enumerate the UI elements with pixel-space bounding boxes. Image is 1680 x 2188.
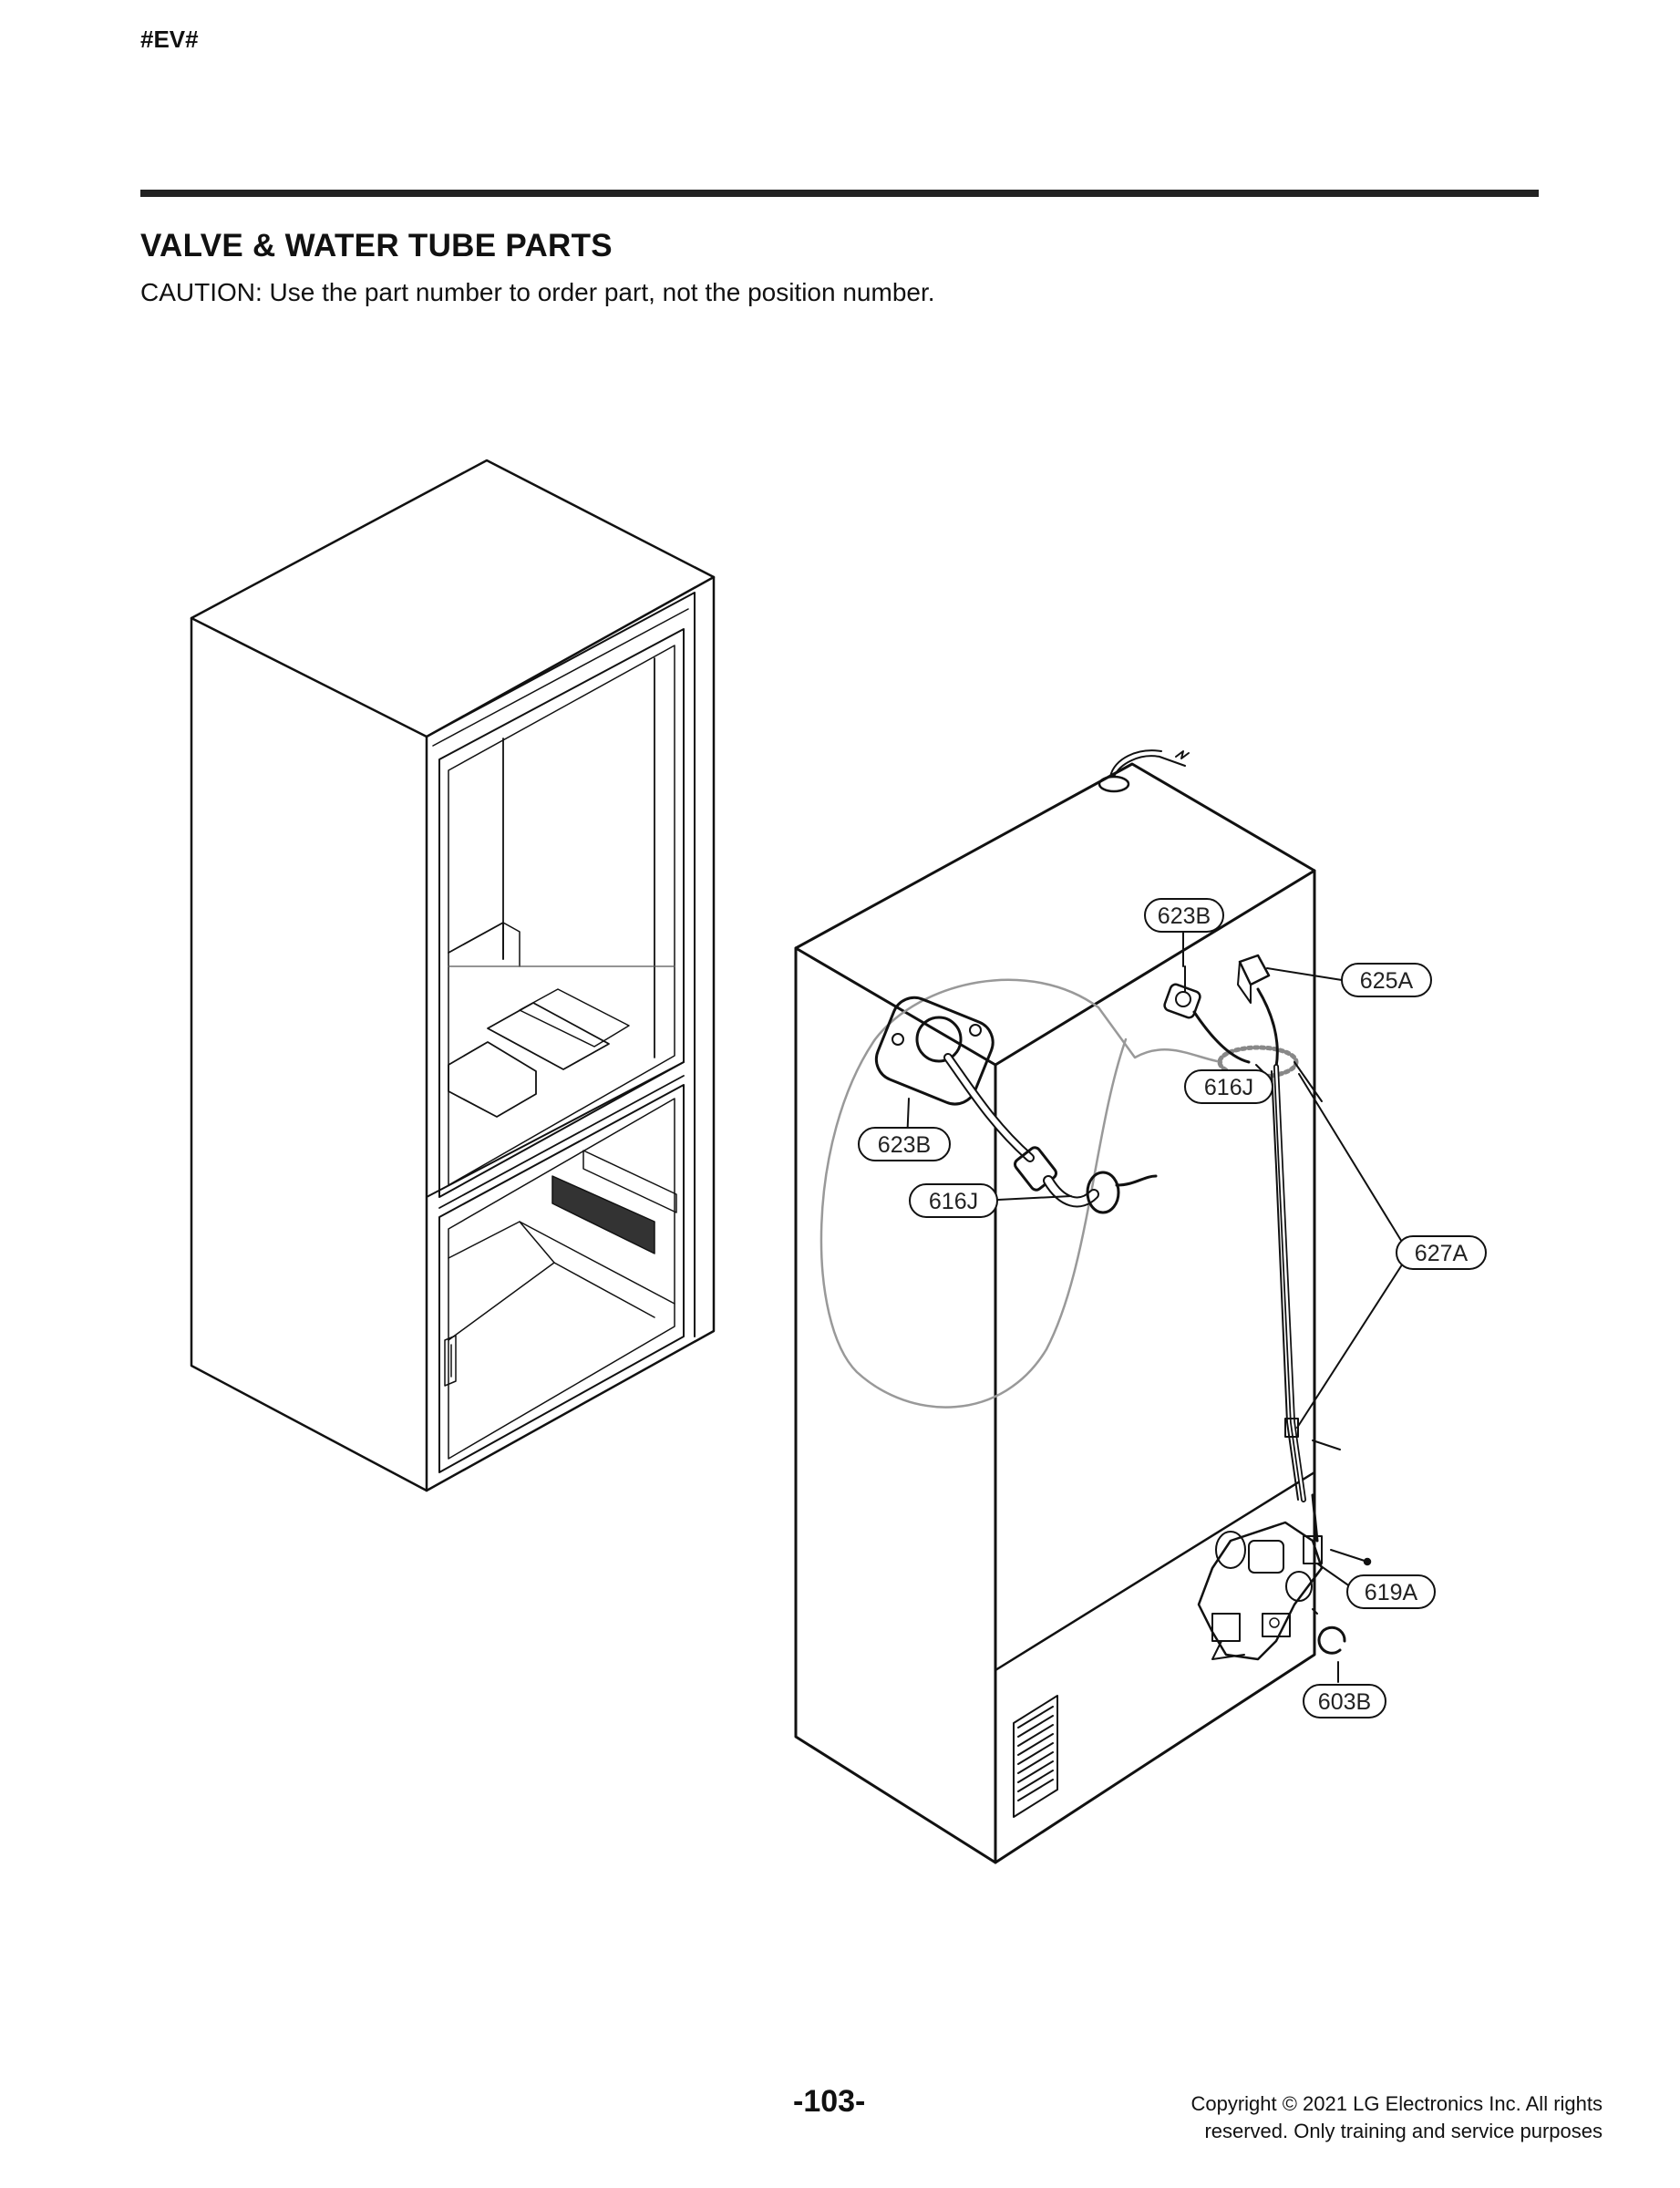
svg-text:625A: 625A (1360, 968, 1414, 994)
refrigerator-back-view (794, 749, 1316, 1864)
copyright-line-2: reserved. Only training and service purp… (1204, 2120, 1603, 2142)
svg-text:616J: 616J (1204, 1075, 1253, 1100)
leader-lines (906, 931, 1408, 1683)
svg-text:623B: 623B (1158, 903, 1211, 929)
caution-note: CAUTION: Use the part number to order pa… (140, 278, 935, 306)
svg-text:603B: 603B (1318, 1689, 1371, 1715)
svg-text:623B: 623B (878, 1132, 931, 1158)
callout-627A: 627A (1396, 1235, 1487, 1270)
callout-623B-main: 623B (1144, 898, 1224, 933)
bracket-623B-detail (874, 996, 1158, 1214)
document-code: #EV# (140, 26, 199, 53)
page-number: -103- (793, 2084, 866, 2119)
refrigerator-front-view (190, 459, 716, 1492)
copyright-line-1: Copyright © 2021 LG Electronics Inc. All… (1190, 2092, 1603, 2115)
callout-616J-detail: 616J (909, 1183, 998, 1218)
callout-625A: 625A (1341, 963, 1432, 997)
svg-text:616J: 616J (929, 1189, 978, 1214)
c-ring-603B (1317, 1626, 1346, 1655)
callout-603B: 603B (1303, 1684, 1386, 1718)
copyright-notice: Copyright © 2021 LG Electronics Inc. All… (964, 2090, 1603, 2145)
callout-623B-detail: 623B (858, 1127, 951, 1161)
detail-magnifier (819, 978, 1223, 1409)
svg-text:619A: 619A (1365, 1580, 1418, 1605)
water-valve-619A (1197, 1493, 1372, 1661)
page-title: VALVE & WATER TUBE PARTS (140, 228, 613, 263)
water-tube-assembly (1163, 954, 1372, 1661)
svg-text:627A: 627A (1415, 1241, 1469, 1266)
header-rule (140, 190, 1539, 197)
callout-616J-main: 616J (1184, 1069, 1273, 1104)
callout-619A: 619A (1346, 1574, 1436, 1609)
